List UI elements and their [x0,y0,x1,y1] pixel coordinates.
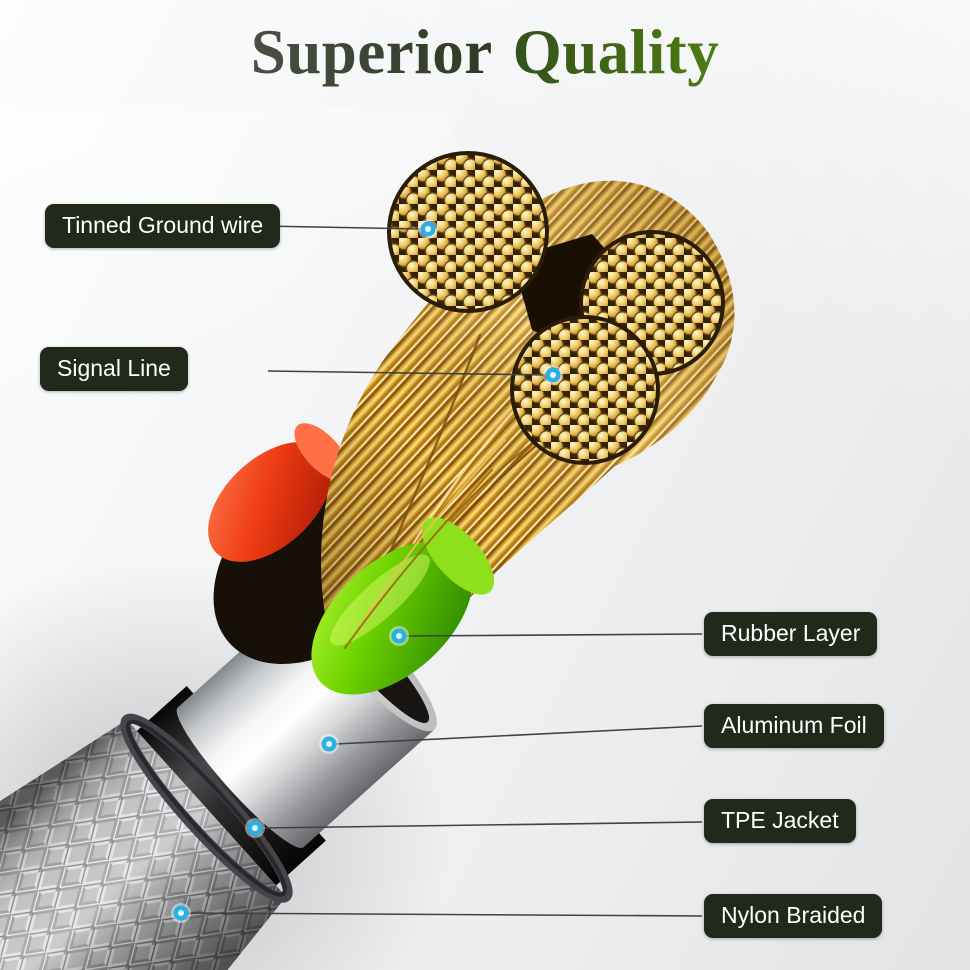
callout-line-nylon-braided [187,912,703,917]
callout-line-tinned-ground-wire [262,225,422,230]
copper-strands-over-green [344,438,507,649]
marker-tpe-jacket [245,818,265,838]
callout-label-rubber-layer: Rubber Layer [704,612,878,656]
callout-line-signal-line [267,370,548,376]
nylon-braid-layer [0,713,293,970]
callout-label-tpe-jacket: TPE Jacket [704,799,856,843]
marker-rubber-layer [389,626,409,646]
marker-tinned-ground-wire [418,219,438,239]
callout-markers [171,219,563,923]
callout-line-aluminum-foil [335,725,703,745]
callout-line-rubber-layer [405,633,703,637]
callout-lines [187,225,703,917]
callout-line-tpe-jacket [261,821,703,829]
title-word-superior: Superior [250,17,493,87]
callout-label-tinned-ground-wire: Tinned Ground wire [45,204,281,248]
callout-label-nylon-braided: Nylon Braided [704,894,883,938]
tinned-wire-bundles [387,151,725,465]
marker-aluminum-foil [319,734,339,754]
marker-nylon-braided [171,903,191,923]
marker-signal-line [543,365,563,385]
callout-label-aluminum-foil: Aluminum Foil [704,704,884,748]
title-word-quality: Quality [512,17,720,87]
callout-label-signal-line: Signal Line [40,347,188,391]
page-title: Superior Quality [0,16,970,89]
